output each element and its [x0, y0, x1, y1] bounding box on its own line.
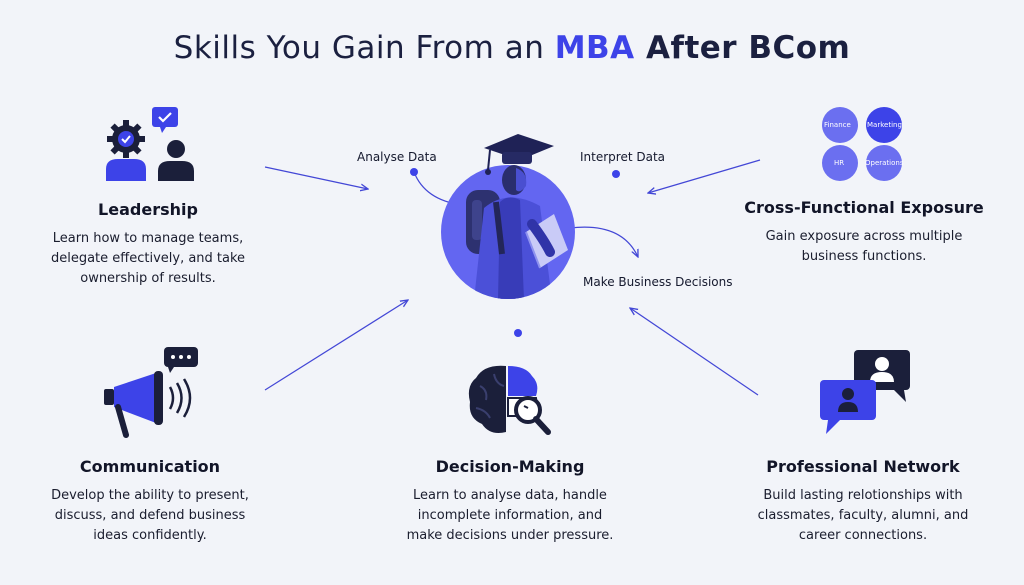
skill-professional-network-title: Professional Network — [766, 457, 960, 476]
label-make-business-decisions: Make Business Decisions — [583, 275, 733, 289]
skill-decision-making-title: Decision-Making — [435, 457, 585, 476]
curve-decisions — [569, 226, 638, 257]
functions-diagram-icon — [822, 107, 902, 181]
megaphone-icon — [104, 347, 198, 438]
skill-decision-making: Decision-Making Learn to analyse data, h… — [388, 457, 632, 546]
dot-bottom — [514, 329, 522, 337]
skill-professional-network: Professional Network Build lasting relot… — [740, 457, 986, 546]
skill-decision-making-description: Learn to analyse data, handle incomplete… — [406, 488, 614, 543]
arrow-communication — [264, 300, 408, 391]
function-hr: HR — [834, 159, 845, 167]
title-part-3: After BCom — [634, 30, 851, 66]
brain-puzzle-icon — [468, 365, 551, 435]
title-part-1: Skills You Gain From an — [173, 30, 555, 66]
skill-communication-title: Communication — [79, 457, 221, 476]
skill-leadership-description: Learn how to manage teams, delegate effe… — [50, 231, 246, 286]
page-title: Skills You Gain From an MBA After BCom — [0, 30, 1024, 66]
skill-professional-network-description: Build lasting relotionships with classma… — [757, 488, 969, 543]
function-marketing: Marketing — [867, 121, 902, 129]
arrow-cross — [648, 159, 761, 193]
title-accent: MBA — [554, 30, 635, 66]
skill-leadership-title: Leadership — [98, 200, 198, 219]
label-interpret-data: Interpret Data — [580, 150, 666, 164]
skill-cross-functional-title: Cross-Functional Exposure — [744, 198, 984, 217]
function-finance: Finance — [824, 121, 851, 129]
skill-communication-description: Develop the ability to present, discuss,… — [51, 488, 249, 543]
dot-interpret — [612, 170, 620, 178]
label-analyse-data: Analyse Data — [357, 150, 437, 164]
skill-leadership: Leadership Learn how to manage teams, de… — [28, 200, 268, 289]
leadership-icon — [106, 107, 194, 181]
skill-communication: Communication Develop the ability to pre… — [28, 457, 272, 546]
skill-cross-functional: Cross-Functional Exposure Gain exposure … — [730, 198, 998, 267]
skill-cross-functional-description: Gain exposure across multiple business f… — [765, 229, 963, 264]
dot-analyse — [410, 168, 418, 176]
arrow-leadership — [264, 166, 368, 189]
network-chat-icon — [820, 350, 910, 434]
graduate-illustration-icon — [441, 134, 575, 299]
function-operations: Operations — [865, 159, 904, 167]
arrow-network — [630, 308, 759, 396]
